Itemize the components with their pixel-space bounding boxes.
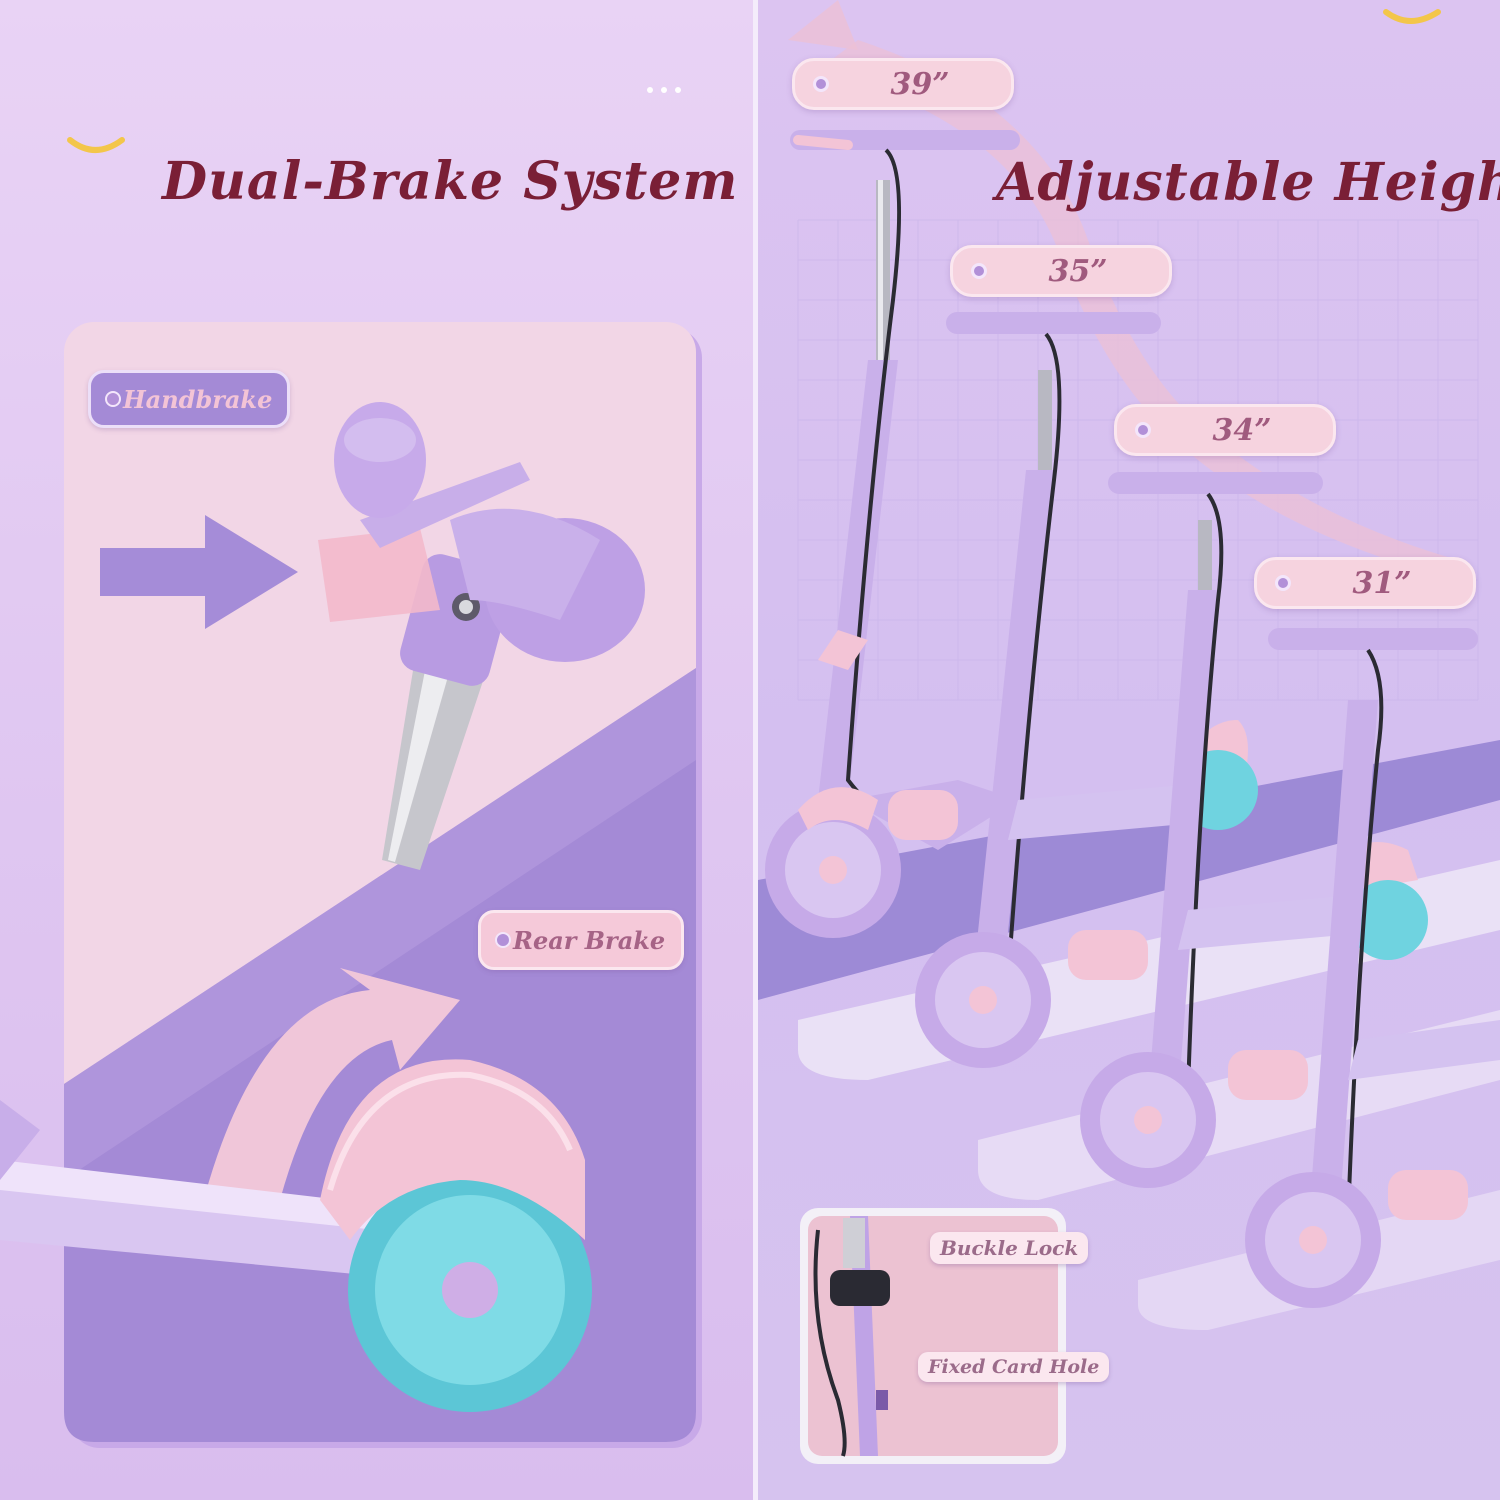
scooter-39-illustration <box>765 130 1020 938</box>
bullet-dot-icon <box>813 76 829 92</box>
handbrake-illustration <box>318 402 645 870</box>
panel-divider <box>753 0 761 1500</box>
height-35-badge: 35” <box>950 245 1172 297</box>
dots-decoration-icon <box>647 87 681 93</box>
fixed-card-hole-tag: Fixed Card Hole <box>918 1352 1110 1382</box>
height-35-text: 35” <box>1048 253 1108 289</box>
rear-brake-label: Rear Brake <box>478 910 684 970</box>
adjustable-height-title: Adjustable Height <box>996 152 1500 213</box>
adjustable-height-panel: Adjustable Height 39” 35” 34” 31” Buckle… <box>758 0 1500 1500</box>
bullet-dot-icon <box>105 391 121 407</box>
dual-brake-title: Dual-Brake System <box>162 151 739 212</box>
handbrake-label-text: Handbrake <box>123 384 273 414</box>
height-34-text: 34” <box>1212 412 1272 448</box>
height-34-badge: 34” <box>1114 404 1336 456</box>
rear-brake-illustration <box>0 1059 592 1412</box>
arrow-right-icon <box>100 515 298 629</box>
height-arrow-icon <box>818 40 1458 580</box>
adjustable-height-illustration <box>758 0 1500 1464</box>
height-31-badge: 31” <box>1254 557 1476 609</box>
height-39-badge: 39” <box>792 58 1014 110</box>
smile-decoration-icon <box>1383 9 1441 24</box>
height-39-text: 39” <box>890 66 950 102</box>
buckle-lock-tag: Buckle Lock <box>930 1232 1089 1264</box>
dual-brake-illustration <box>0 87 702 1448</box>
height-31-text: 31” <box>1352 565 1412 601</box>
bullet-dot-icon <box>495 932 511 948</box>
bullet-dot-icon <box>1275 575 1291 591</box>
curved-arrow-icon <box>205 968 460 1200</box>
bullet-dot-icon <box>971 263 987 279</box>
bullet-dot-icon <box>1135 422 1151 438</box>
rear-brake-label-text: Rear Brake <box>513 925 666 955</box>
arrow-head-icon <box>788 0 858 50</box>
dual-brake-panel: Dual-Brake System Handbrake Rear Brake <box>0 0 758 1500</box>
scooter-31-illustration <box>1245 628 1500 1308</box>
handbrake-label: Handbrake <box>88 370 290 428</box>
buckle-lock-inset <box>800 1208 1066 1464</box>
smile-decoration-icon <box>67 137 125 153</box>
scooter-35-illustration <box>915 312 1258 1068</box>
